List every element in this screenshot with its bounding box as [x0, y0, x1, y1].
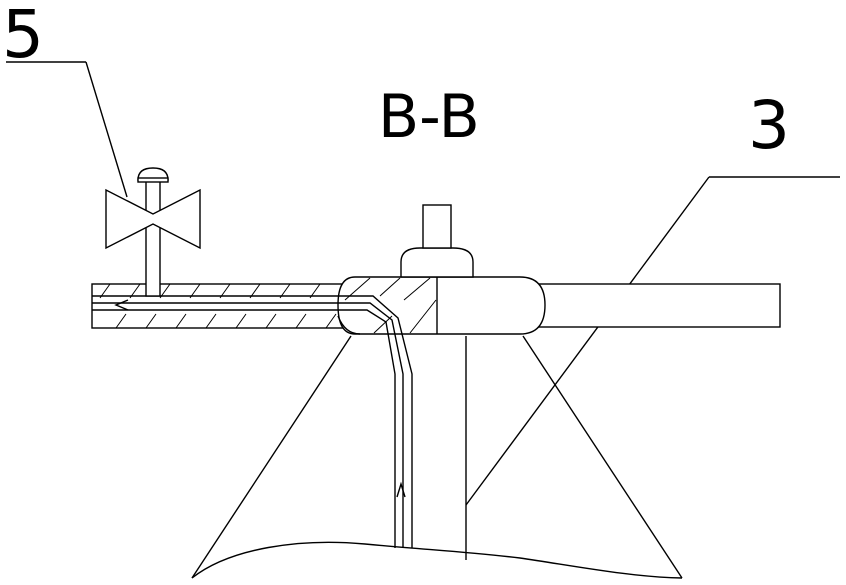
hub-lower-bump [337, 315, 361, 335]
right-arm [529, 283, 781, 328]
support-stand [191, 335, 683, 579]
callout-3-leader [465, 176, 840, 506]
valve-icon [105, 167, 201, 297]
left-arm-hatched [91, 283, 345, 329]
break-line-curve [191, 541, 683, 579]
flow-arrow-left-icon [114, 299, 129, 311]
flow-arrow-up-icon [396, 481, 406, 498]
hub-body [337, 276, 546, 335]
flow-channel [92, 295, 413, 548]
section-title: B-B [378, 82, 480, 152]
callout-3-label: 3 [748, 87, 790, 164]
callout-5-leader [6, 61, 128, 198]
hub-top-cap [400, 204, 474, 278]
callout-5-label: 5 [2, 0, 44, 73]
